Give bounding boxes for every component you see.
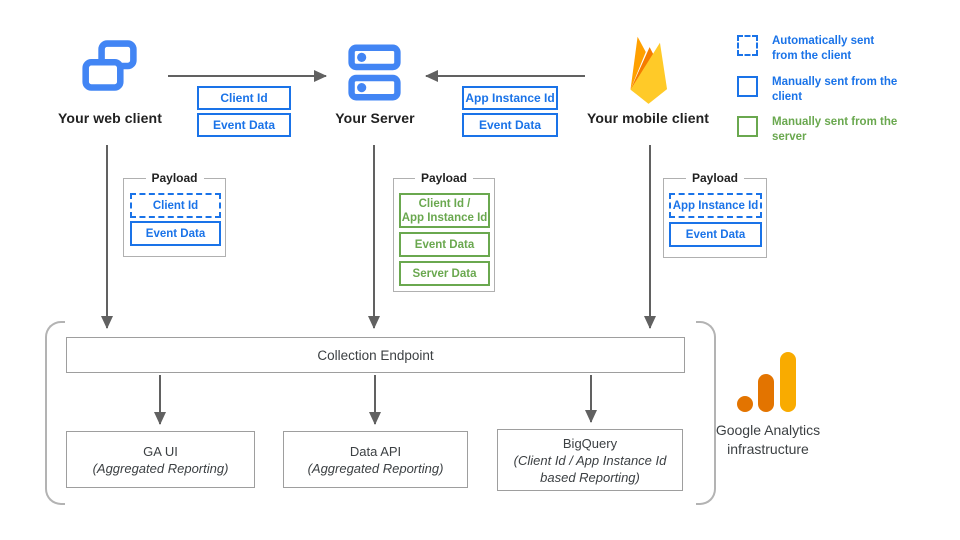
output-box-data-api: Data API (Aggregated Reporting) [283,431,468,488]
payload-item-web-client-id-text: Client Id [152,199,199,212]
flow-label-client-id: Client Id [197,86,291,110]
payload-item-mobile-app-instance-id-text: App Instance Id [672,199,759,212]
google-analytics-logo-icon [737,352,796,412]
flow-label-app-instance-id-text: App Instance Id [465,91,555,105]
payload-item-server-ids: Client Id / App Instance Id [399,193,490,228]
web-client-label: Your web client [58,110,162,126]
payload-item-server-ids-line1: Client Id / [418,197,471,210]
web-client-icon [82,40,137,91]
ga-ui-title: GA UI [143,443,178,459]
legend-label-manual-client: Manually sent from the client [772,76,898,103]
firebase-icon [630,36,668,104]
flow-label-app-instance-id: App Instance Id [462,86,558,110]
collection-endpoint-box: Collection Endpoint [66,337,685,373]
payload-box-web: Payload Client Id Event Data [123,171,226,257]
flow-label-event-data-web: Event Data [197,113,291,137]
payload-item-server-event-data-text: Event Data [414,238,475,251]
payload-item-web-event-data: Event Data [130,221,221,246]
flow-label-client-id-text: Client Id [220,91,268,105]
payload-item-server-ids-line2: App Instance Id [401,211,488,224]
payload-item-server-server-data: Server Data [399,261,490,286]
infrastructure-bracket-right [696,321,716,505]
ga-ui-subtitle: (Aggregated Reporting) [92,460,229,476]
payload-item-mobile-event-data: Event Data [669,222,762,247]
legend-label-manual-server: Manually sent from the server [772,116,898,143]
server-label: Your Server [335,110,415,126]
data-api-subtitle: (Aggregated Reporting) [307,460,444,476]
payload-box-server: Payload Client Id / App Instance Id Even… [393,171,495,292]
payload-item-mobile-app-instance-id: App Instance Id [669,193,762,218]
payload-title-server: Payload [414,171,474,185]
payload-item-mobile-event-data-text: Event Data [685,228,746,241]
flow-label-event-data-web-text: Event Data [212,118,276,132]
data-api-title: Data API [349,443,402,459]
legend-label-auto-client: Automatically sent from the client [772,35,875,62]
payload-title-web: Payload [145,171,204,185]
legend-swatch-manual-client-icon [737,76,758,97]
flow-label-event-data-mobile: Event Data [462,113,558,137]
brand-label: Google Analytics infrastructure [715,422,821,457]
output-box-ga-ui: GA UI (Aggregated Reporting) [66,431,255,488]
collection-endpoint-label: Collection Endpoint [317,347,434,363]
bigquery-subtitle: (Client Id / App Instance Id based Repor… [513,452,667,485]
legend-swatch-manual-server-icon [737,116,758,137]
output-box-bigquery: BigQuery (Client Id / App Instance Id ba… [497,429,683,491]
payload-title-mobile: Payload [685,171,745,185]
flow-label-event-data-mobile-text: Event Data [478,118,542,132]
payload-item-server-event-data: Event Data [399,232,490,257]
payload-item-web-client-id: Client Id [130,193,221,218]
legend-swatch-auto-client-icon [737,35,758,56]
infrastructure-bracket-left [45,321,65,505]
payload-item-web-event-data-text: Event Data [145,227,206,240]
payload-box-mobile: Payload App Instance Id Event Data [663,171,767,258]
payload-item-server-server-data-text: Server Data [412,267,477,280]
server-icon [348,44,401,101]
mobile-client-label: Your mobile client [586,110,710,126]
bigquery-title: BigQuery [562,435,618,451]
